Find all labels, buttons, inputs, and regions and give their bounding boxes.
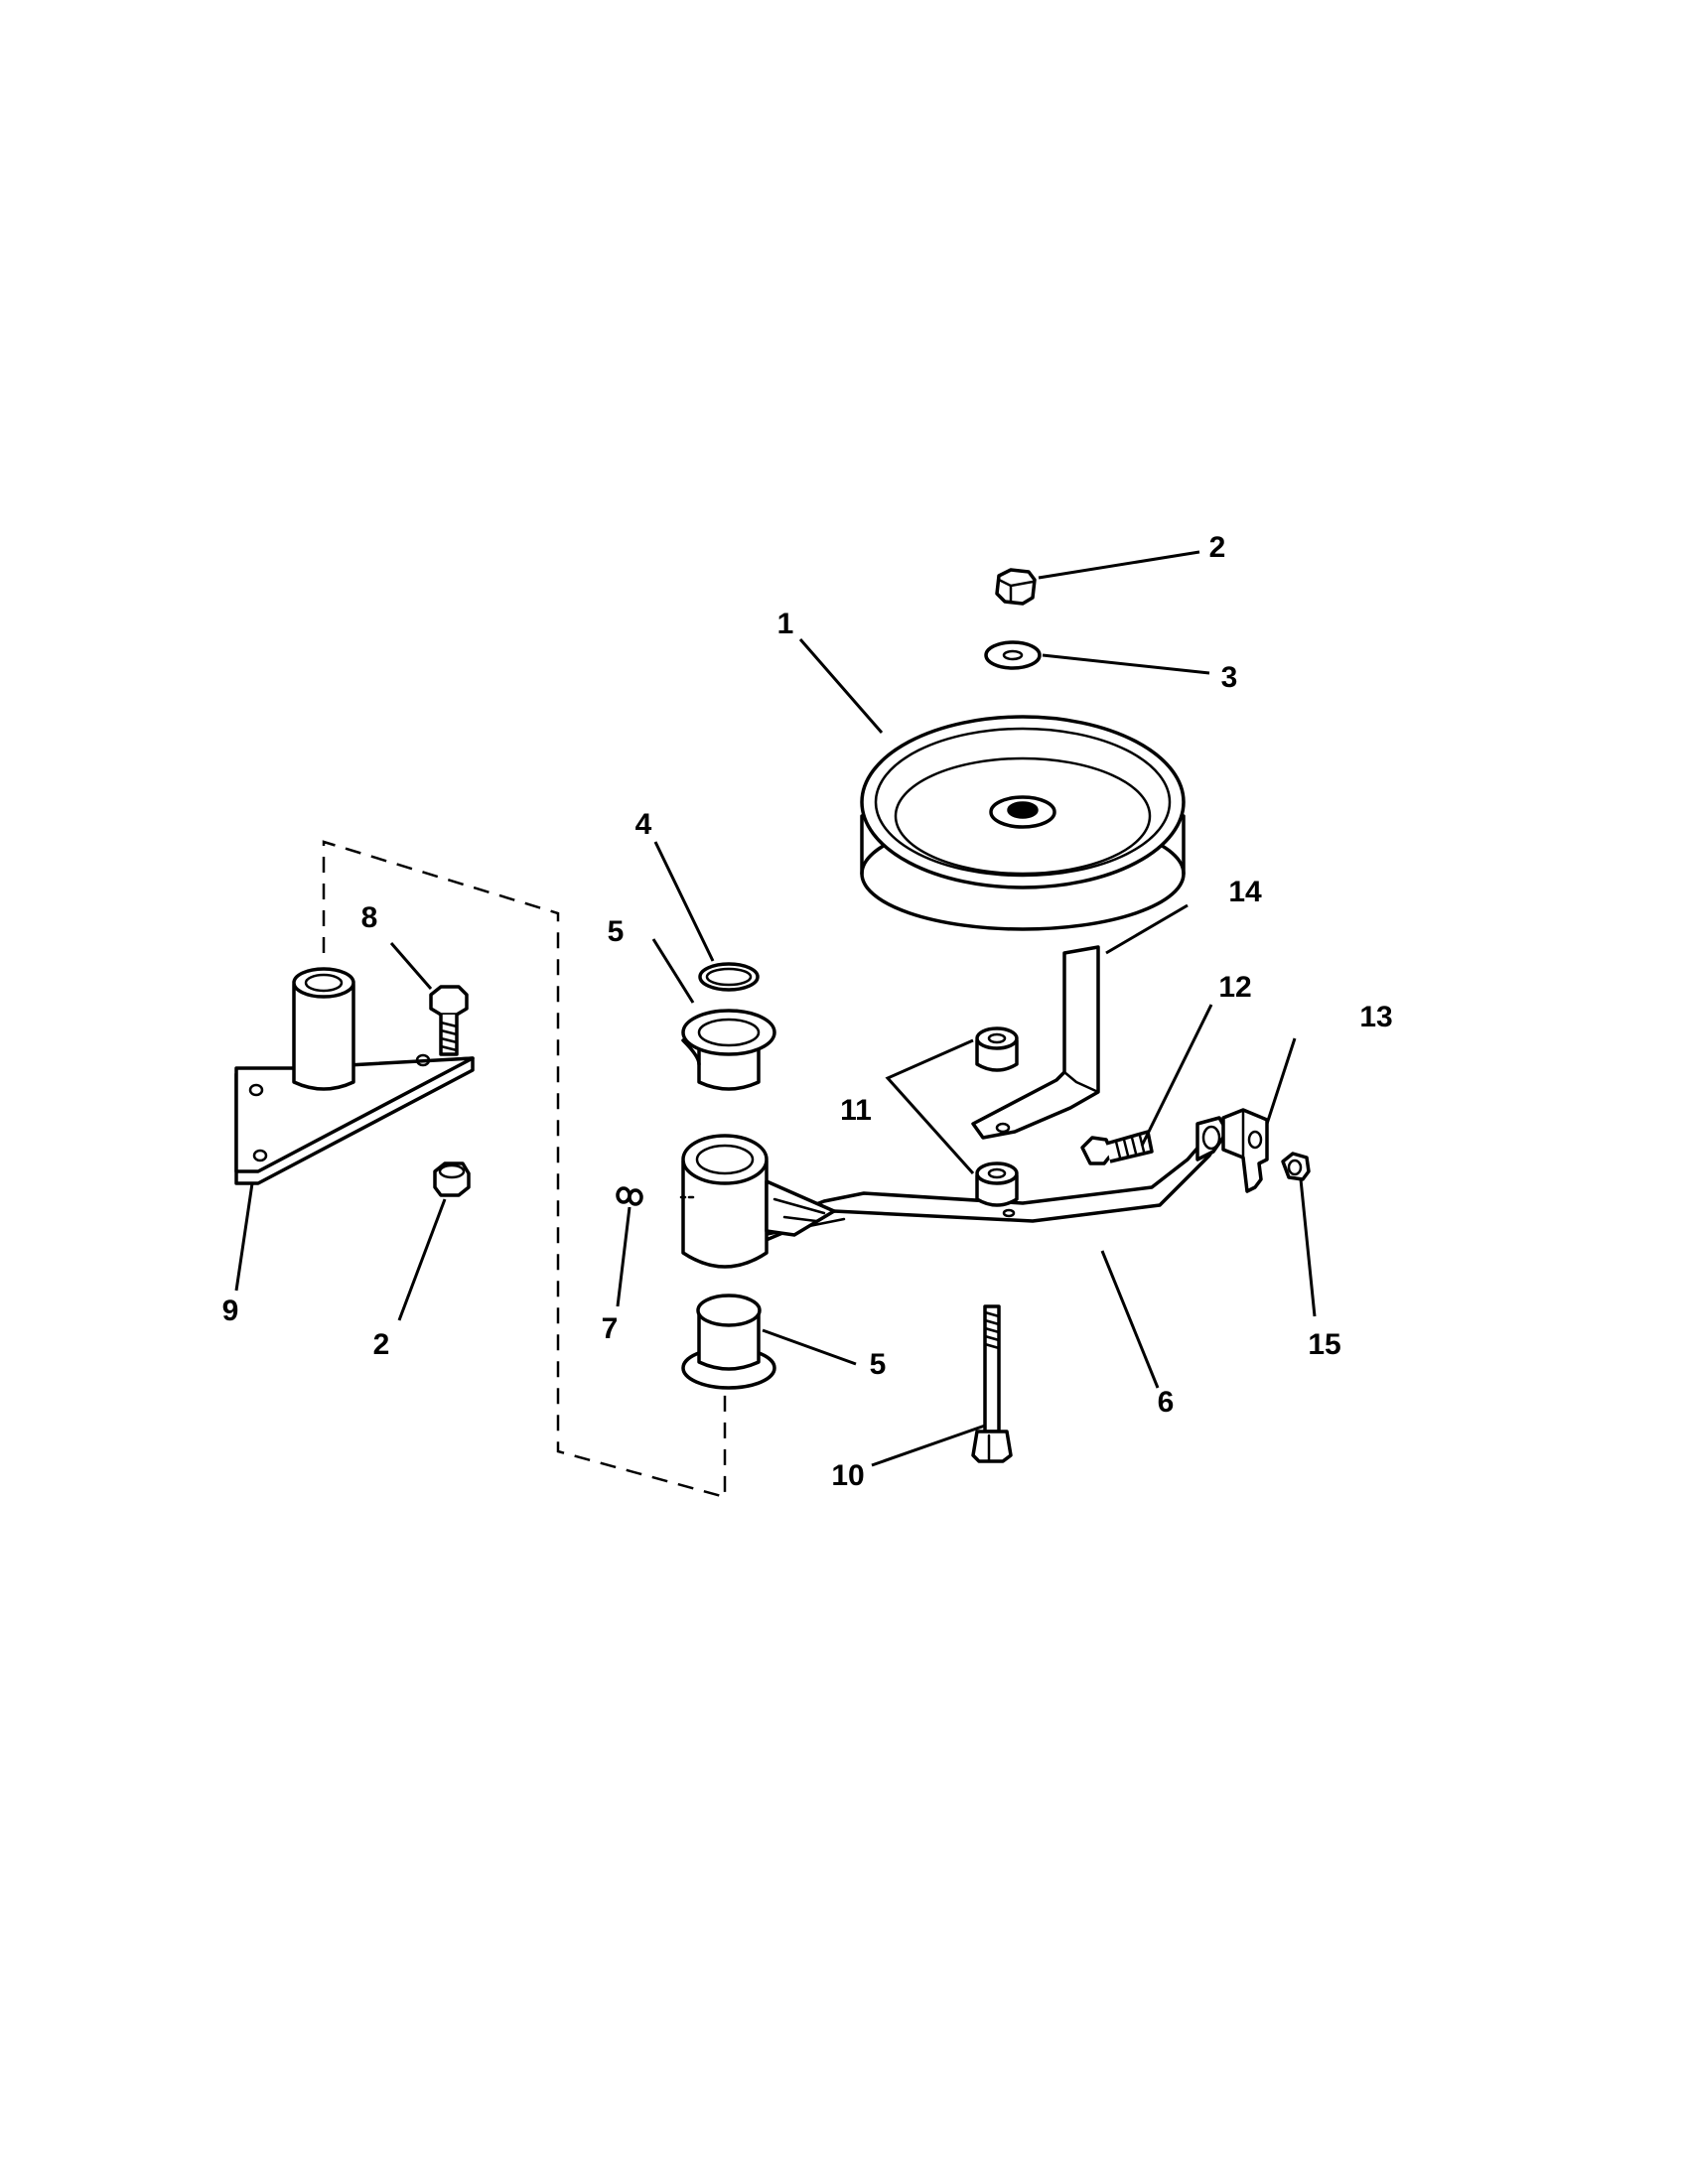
callout-10: 10 bbox=[831, 1459, 864, 1492]
long-bolt-part bbox=[971, 1304, 1013, 1463]
nut-15-part bbox=[1281, 1152, 1311, 1181]
bolt-part bbox=[429, 985, 469, 1056]
callout-5-top: 5 bbox=[608, 915, 625, 948]
clip-bracket-part bbox=[1221, 1108, 1269, 1193]
callout-4: 4 bbox=[635, 808, 652, 841]
bolt-12-part bbox=[1080, 1130, 1154, 1165]
bushing-top-part bbox=[681, 1009, 776, 1091]
washer-part bbox=[984, 640, 1042, 670]
callout-13: 13 bbox=[1359, 1001, 1392, 1033]
callout-11: 11 bbox=[840, 1094, 872, 1127]
callout-12: 12 bbox=[1218, 971, 1251, 1004]
grease-fitting-part bbox=[616, 1186, 643, 1206]
callout-9: 9 bbox=[222, 1295, 239, 1327]
leader-lines bbox=[234, 550, 1317, 1467]
callout-5-bottom: 5 bbox=[870, 1348, 887, 1381]
callout-2-bottom: 2 bbox=[373, 1328, 390, 1361]
callout-14: 14 bbox=[1228, 876, 1262, 908]
snap-ring-part bbox=[698, 962, 760, 992]
callout-1: 1 bbox=[777, 608, 794, 640]
callout-7: 7 bbox=[602, 1312, 619, 1345]
callout-3: 3 bbox=[1221, 661, 1238, 694]
nut-top-part bbox=[995, 568, 1037, 606]
callout-6: 6 bbox=[1158, 1386, 1175, 1419]
callout-8: 8 bbox=[361, 901, 378, 934]
callout-labels: 1 2 3 4 5 5 6 7 8 9 2 10 11 12 13 14 15 bbox=[222, 531, 1393, 1492]
idler-arm-part bbox=[679, 1116, 1229, 1269]
belt-guide-part bbox=[971, 945, 1100, 1140]
assembly-guide-lines bbox=[322, 840, 727, 1499]
pivot-plate-part bbox=[234, 967, 475, 1185]
nut-bottom-part bbox=[433, 1161, 471, 1197]
spacer-bottom-part bbox=[975, 1161, 1019, 1207]
spacer-top-part bbox=[975, 1026, 1019, 1072]
pulley-part bbox=[860, 715, 1186, 931]
callout-15: 15 bbox=[1308, 1328, 1340, 1361]
callout-2-top: 2 bbox=[1209, 531, 1226, 564]
bushing-bottom-part bbox=[681, 1294, 776, 1390]
